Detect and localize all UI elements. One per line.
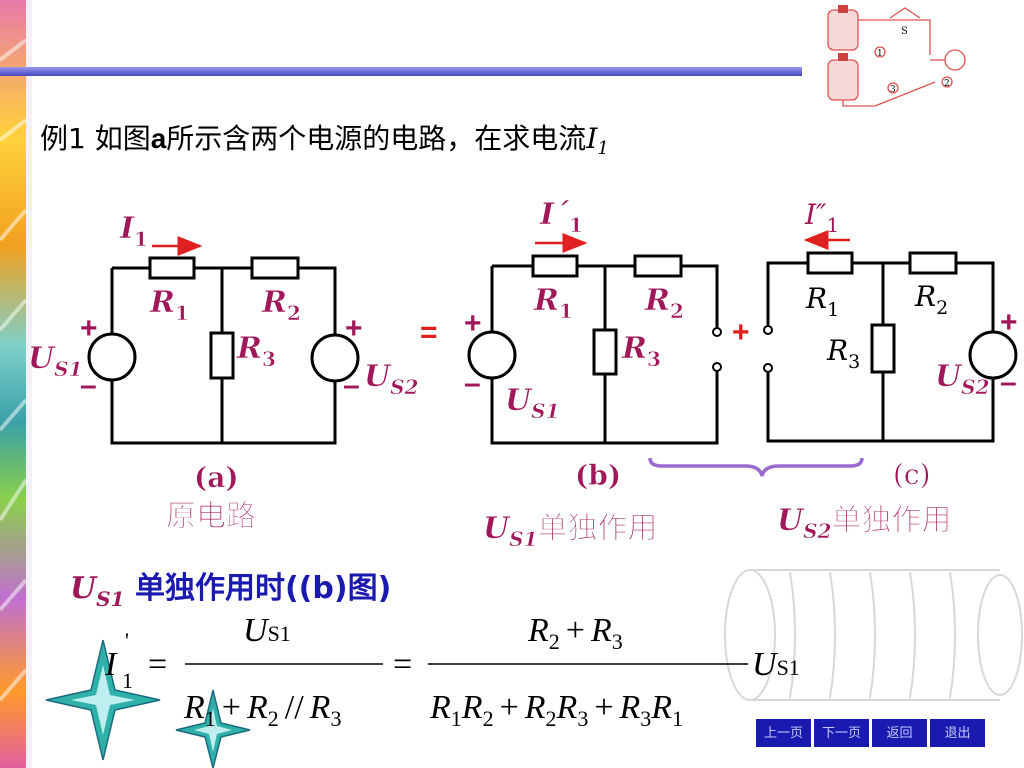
formula: I 1 ' = US1 R1+R2//R3 = R2+R3 R1R2+R2R3+… — [104, 612, 800, 731]
resistor-label-r2-b: R2 — [644, 283, 684, 323]
decorative-side-strip — [0, 0, 32, 768]
decorative-star-large — [45, 639, 161, 761]
plus-sign-us2-a: + — [345, 312, 363, 345]
resistor-label-r3-c: R3 — [826, 334, 860, 373]
resistor-label-r3-b: R3 — [621, 331, 661, 371]
exit-button[interactable]: 退出 — [929, 718, 986, 748]
circuit-c — [763, 251, 1018, 443]
section-subtitle: US1 单独作用时((b)图) — [70, 571, 391, 611]
source-label-us1-b: US1 — [505, 383, 560, 423]
plus-sign-us2-c: + — [1000, 306, 1018, 339]
resistor-label-r1-b: R1 — [533, 283, 573, 323]
current-label-i1-prime: I´1 — [539, 197, 583, 237]
decorative-star-small — [175, 689, 251, 768]
minus-sign-us1-b: – — [464, 367, 481, 400]
page-title: 例1 如图a所示含两个电源的电路，在求电流I1 — [40, 122, 609, 159]
source-label-us2-c: US2 — [935, 359, 990, 399]
formula-lhs-prime: ' — [125, 628, 129, 653]
prev-page-button[interactable]: 上一页 — [755, 718, 812, 748]
caption-a: (a) — [194, 461, 239, 494]
caption-b: (b) — [575, 459, 621, 492]
battery-illustration: S 1 2 3 — [827, 5, 966, 107]
minus-sign-us2-a: – — [343, 369, 360, 402]
frac2-denominator: R1R2+R2R3+R3R1 — [429, 689, 683, 731]
current-label-i1-double-prime: I″1 — [804, 198, 839, 237]
corner-label-1: 1 — [877, 49, 883, 59]
equals-sign: = — [420, 316, 438, 349]
formula-lhs: I — [104, 646, 118, 683]
formula-us1-factor: US1 — [752, 646, 800, 683]
decorative-coil-sketch — [724, 569, 1023, 701]
current-label-i1: I1 — [119, 211, 148, 251]
plus-sign-us1-a: + — [80, 312, 98, 345]
next-page-button[interactable]: 下一页 — [813, 718, 870, 748]
caption-us2-alone: US2单独作用 — [777, 503, 952, 543]
caption-us1-alone: US1单独作用 — [483, 511, 658, 551]
frac1-numerator: US1 — [243, 612, 291, 649]
corner-label-3: 3 — [890, 85, 896, 95]
frac2-numerator: R2+R3 — [527, 612, 623, 654]
corner-label-s: S — [901, 26, 908, 37]
circuit-a — [87, 256, 360, 445]
source-label-us2-a: US2 — [364, 359, 419, 399]
caption-c: (c) — [893, 458, 931, 491]
formula-lhs-sub: 1 — [122, 668, 133, 693]
resistor-label-r1-a: R1 — [149, 285, 189, 325]
corner-label-2: 2 — [944, 79, 950, 89]
formula-eq-2: = — [393, 646, 412, 683]
plus-between-circuits: + — [732, 316, 750, 349]
title-underline-bar — [0, 67, 802, 76]
back-button[interactable]: 返回 — [871, 718, 928, 748]
grouping-brace — [648, 457, 864, 477]
resistor-label-r1-c: R1 — [805, 282, 839, 321]
resistor-label-r2-c: R2 — [914, 280, 948, 319]
circuit-b — [467, 254, 722, 445]
minus-sign-us1-a: – — [80, 369, 97, 402]
formula-eq-1: = — [148, 646, 167, 683]
resistor-label-r2-a: R2 — [261, 285, 301, 325]
resistor-label-r3-a: R3 — [236, 331, 276, 371]
caption-original-circuit: 原电路 — [166, 499, 257, 534]
plus-sign-us1-b: + — [464, 307, 482, 340]
frac1-denominator: R1+R2//R3 — [183, 689, 341, 731]
source-label-us1-a: US1 — [28, 341, 83, 381]
